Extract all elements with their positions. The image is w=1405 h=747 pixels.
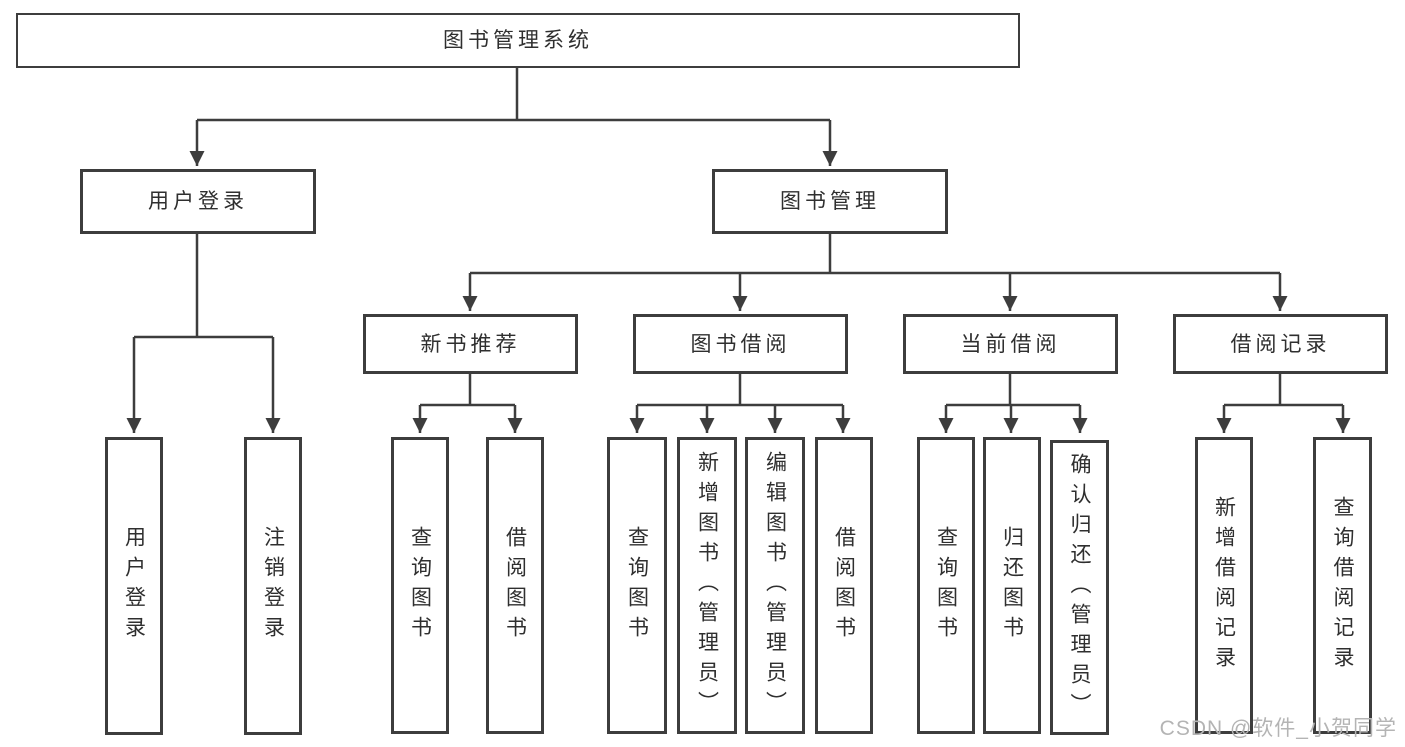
- node-label: 借阅图书: [503, 525, 527, 646]
- node-label: 用户登录: [148, 190, 248, 213]
- node-new-book-recommend: 新书推荐: [363, 314, 578, 374]
- node-label: 确认归还（管理员）: [1068, 452, 1091, 723]
- node-label: 用户登录: [122, 526, 146, 646]
- node-book-borrowing: 图书借阅: [633, 314, 848, 374]
- leaf-query-books-borrowing: 查询图书: [607, 437, 667, 734]
- leaf-confirm-return-admin: 确认归还（管理员）: [1050, 440, 1109, 735]
- node-label: 新增借阅记录: [1212, 495, 1236, 676]
- node-borrowing-records: 借阅记录: [1173, 314, 1388, 374]
- leaf-return-book: 归还图书: [983, 437, 1041, 734]
- node-label: 借阅图书: [832, 525, 856, 646]
- node-label: 归还图书: [1000, 525, 1024, 646]
- leaf-borrow-books-recommend: 借阅图书: [486, 437, 544, 734]
- leaf-logout: 注销登录: [244, 437, 302, 735]
- leaf-borrow-books-borrowing: 借阅图书: [815, 437, 873, 734]
- leaf-user-login: 用户登录: [105, 437, 163, 735]
- node-label: 借阅记录: [1230, 332, 1331, 356]
- node-label: 图书管理系统: [443, 29, 593, 52]
- leaf-query-borrow-record: 查询借阅记录: [1313, 437, 1372, 734]
- node-label: 当前借阅: [960, 332, 1061, 356]
- leaf-query-books-recommend: 查询图书: [391, 437, 449, 734]
- node-label: 注销登录: [261, 526, 285, 646]
- node-label: 图书管理: [780, 190, 880, 213]
- watermark-text: CSDN @软件_小贺同学: [1159, 717, 1397, 740]
- node-user-login: 用户登录: [80, 169, 316, 234]
- node-book-management: 图书管理: [712, 169, 948, 234]
- node-label: 查询图书: [625, 525, 649, 646]
- node-label: 查询图书: [408, 525, 432, 646]
- leaf-add-book-admin: 新增图书（管理员）: [677, 437, 737, 734]
- node-current-borrowing: 当前借阅: [903, 314, 1118, 374]
- node-label: 编辑图书（管理员）: [763, 450, 787, 721]
- node-library-management-system: 图书管理系统: [16, 13, 1020, 68]
- leaf-edit-book-admin: 编辑图书（管理员）: [745, 437, 805, 734]
- node-label: 查询图书: [934, 525, 958, 646]
- node-label: 查询借阅记录: [1331, 495, 1354, 676]
- node-label: 图书借阅: [690, 332, 791, 356]
- node-label: 新书推荐: [420, 332, 521, 356]
- leaf-query-books-current: 查询图书: [917, 437, 975, 734]
- node-label: 新增图书（管理员）: [695, 450, 719, 721]
- leaf-add-borrow-record: 新增借阅记录: [1195, 437, 1253, 734]
